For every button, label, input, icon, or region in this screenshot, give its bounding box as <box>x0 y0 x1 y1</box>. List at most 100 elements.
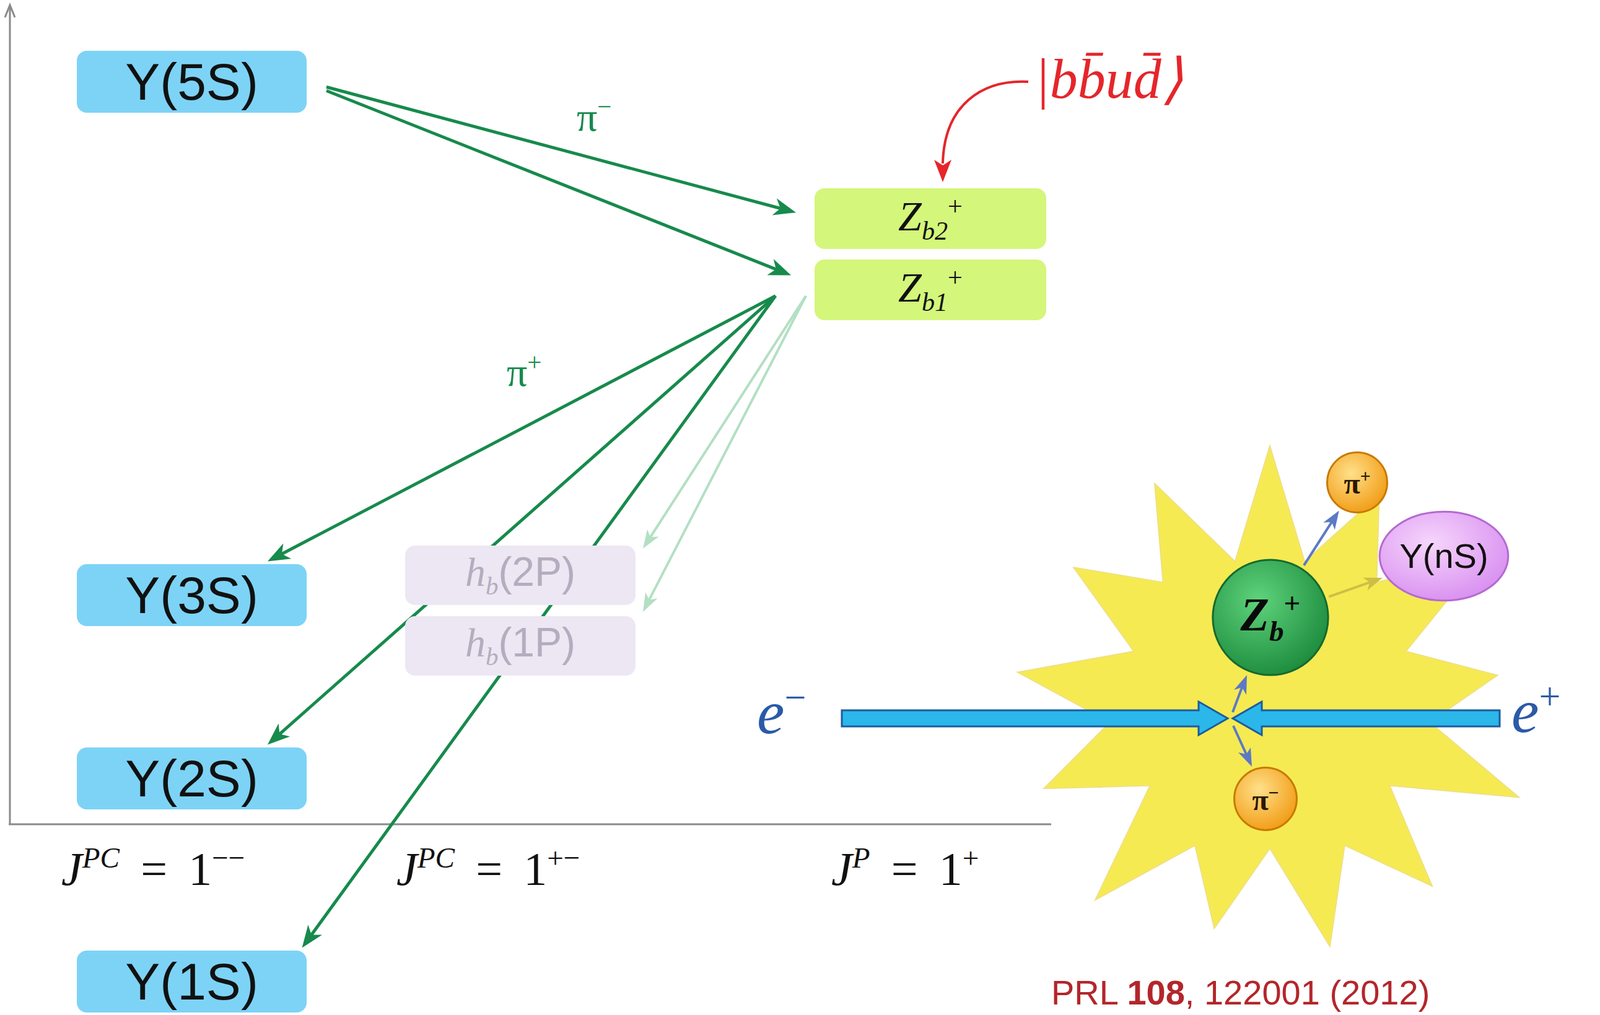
pion-label: π+ <box>502 348 546 395</box>
decay-arrow <box>326 91 792 276</box>
arrow-head <box>1323 510 1339 530</box>
arrow-head <box>1362 577 1383 591</box>
node-text: Υ(5S) <box>125 55 259 108</box>
arrow-line <box>279 296 776 735</box>
text-part: (1P) <box>498 619 576 666</box>
electron-beam <box>841 701 1228 736</box>
text-part: PRL <box>1051 973 1127 1013</box>
arrow-line <box>311 296 776 936</box>
pointer-head <box>934 159 952 183</box>
decay-arrow <box>642 296 806 613</box>
text-part: Z <box>1240 588 1270 641</box>
text-part: PC <box>82 841 120 875</box>
text-part: , 122001 (2012) <box>1184 973 1430 1013</box>
text-part: + <box>1360 465 1371 487</box>
arrow-head <box>267 543 292 562</box>
beam-label: e+ <box>1511 675 1561 746</box>
state-box: Υ(1S) <box>76 950 307 1013</box>
arrow-line <box>326 87 781 209</box>
arrow-head <box>302 924 323 948</box>
text-part: − <box>1268 782 1280 803</box>
text-part: + <box>527 348 542 376</box>
node-text: hb(2P) <box>465 551 576 600</box>
state-box: Υ(3S) <box>76 564 307 627</box>
quantum-numbers: JPC = 1+− <box>396 842 580 896</box>
text-part: +− <box>546 841 580 875</box>
reference: PRL 108, 122001 (2012) <box>1051 973 1430 1013</box>
state-box: Υ(5S) <box>76 50 307 113</box>
arrow-head <box>766 258 792 276</box>
arrow-head <box>772 198 796 215</box>
node-text: Υ(2S) <box>125 752 259 805</box>
ball-outline <box>1327 452 1388 513</box>
decay-arrow <box>1303 510 1340 565</box>
decay-arrow <box>326 87 796 216</box>
faded-state-box: hb(1P) <box>405 616 636 676</box>
decay-arrow <box>1328 577 1383 598</box>
quantum-numbers: JP = 1+ <box>831 842 979 896</box>
decay-arrow <box>267 296 776 746</box>
ball-outline <box>1379 511 1509 601</box>
text-part: b <box>485 642 499 671</box>
text-part: h <box>465 549 486 595</box>
text-part: PC <box>417 841 455 875</box>
node-text: Υ(nS) <box>1399 538 1488 574</box>
bottomonium-ball: Υ(nS) <box>1377 510 1511 603</box>
node-text: Υ(1S) <box>125 955 259 1008</box>
node-text: Zb2+ <box>898 193 963 245</box>
node-text: π+ <box>1343 467 1371 499</box>
arrow-line <box>649 296 806 601</box>
quark-content: |bb̄ud̄⟩ <box>1034 48 1184 110</box>
faded-state-box: hb(2P) <box>405 545 636 606</box>
arrow-line <box>650 296 806 538</box>
zb-ball: Zb+ <box>1210 558 1330 678</box>
arrow-head <box>642 592 658 613</box>
positron-beam <box>1232 701 1500 736</box>
arrow-line <box>1303 522 1332 566</box>
text-part: (2P) <box>498 548 576 595</box>
node-text: π− <box>1251 783 1279 816</box>
text-part: b <box>1269 615 1285 648</box>
decay-arrow <box>642 296 806 549</box>
text-part: π <box>1251 782 1268 816</box>
node-text: Zb1+ <box>898 264 963 316</box>
text-part: J <box>831 843 853 896</box>
collision-burst <box>1017 445 1519 947</box>
text-part: Z <box>898 192 922 240</box>
production-line <box>1233 725 1247 755</box>
text-part: e <box>1511 677 1539 746</box>
text-part: + <box>1538 675 1561 718</box>
text-part: −− <box>211 841 245 875</box>
beam-label: e− <box>756 676 806 748</box>
production-line <box>1232 687 1242 713</box>
decay-arrow <box>302 296 776 949</box>
arrow-line <box>1328 582 1370 597</box>
text-part: b1 <box>921 287 948 317</box>
arrow-line <box>326 91 777 270</box>
text-part: + <box>947 262 963 292</box>
text-part: − <box>597 92 612 121</box>
text-part: = 1 <box>119 843 212 896</box>
ball-outline <box>1234 768 1298 831</box>
quantum-numbers: JPC = 1−− <box>61 842 245 896</box>
text-part: b2 <box>921 216 948 246</box>
pion-ball: π+ <box>1326 451 1389 514</box>
node-text: Υ(3S) <box>125 569 259 622</box>
text-part: Z <box>898 263 922 311</box>
ball-outline <box>1212 559 1329 676</box>
text-part: − <box>784 676 806 719</box>
axis-arrow <box>4 4 15 18</box>
text-part: π <box>506 349 528 395</box>
text-part: P <box>852 841 871 875</box>
text-part: e <box>756 678 785 748</box>
arrow-head <box>267 723 290 745</box>
exotic-state-box: Zb1+ <box>814 259 1047 321</box>
text-part: + <box>962 841 980 875</box>
node-text: hb(1P) <box>465 621 576 671</box>
arrow-head <box>1238 747 1252 767</box>
pointer-curve <box>942 81 1029 164</box>
text-part: J <box>396 843 418 896</box>
text-part: + <box>947 191 963 221</box>
text-part: π <box>1343 466 1360 500</box>
